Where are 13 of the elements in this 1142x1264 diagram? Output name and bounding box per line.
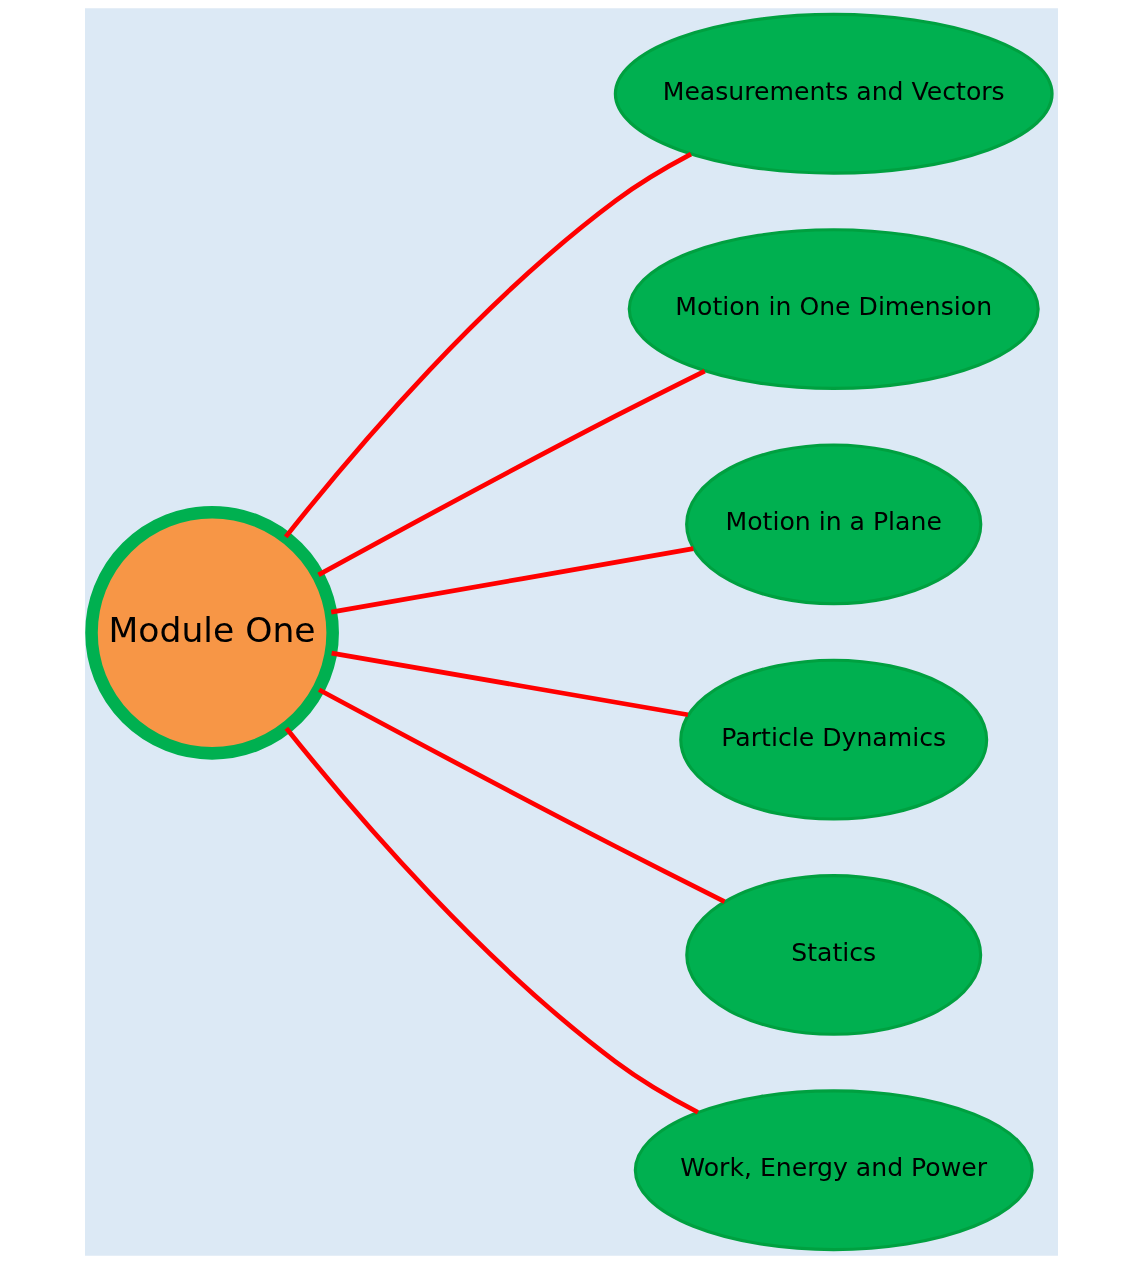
- node-ellipse: Motion in One Dimension: [627, 228, 1040, 390]
- connector: [283, 152, 692, 539]
- connector: [284, 726, 699, 1115]
- node-ellipse: Work, Energy and Power: [633, 1089, 1034, 1252]
- node-ellipse: Particle Dynamics: [678, 658, 988, 821]
- connector: [317, 687, 726, 904]
- connector: [316, 368, 706, 577]
- connector: [330, 650, 688, 718]
- connector: [330, 546, 694, 615]
- node-circle: Module One: [84, 505, 339, 760]
- node-ellipse: Motion in a Plane: [684, 443, 982, 606]
- node-ellipse: Measurements and Vectors: [613, 12, 1054, 175]
- node-ellipse: Statics: [684, 874, 982, 1036]
